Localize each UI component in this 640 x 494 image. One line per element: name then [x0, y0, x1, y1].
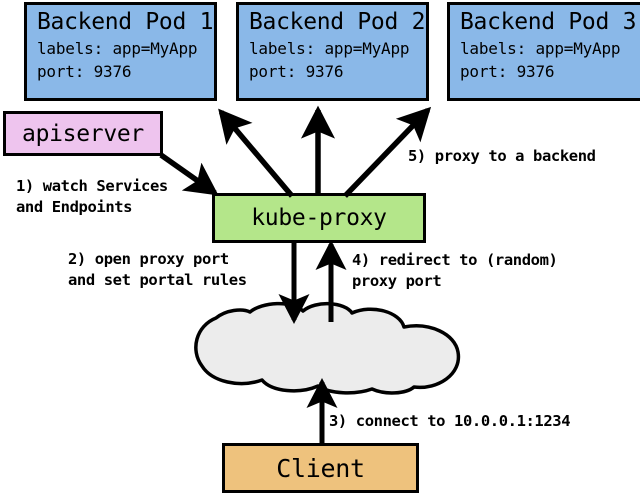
- arrow-apiserver-to-kubeproxy: [159, 152, 219, 196]
- apiserver-box[interactable]: apiserver: [3, 111, 163, 156]
- kube-proxy-box[interactable]: kube-proxy: [212, 193, 426, 243]
- client-label: Client: [276, 453, 365, 483]
- backend-pod-2-port: port: 9376: [249, 62, 344, 81]
- client-box[interactable]: Client: [222, 443, 419, 493]
- backend-pod-1-labels: labels: app=MyApp: [37, 39, 198, 58]
- kube-proxy-label: kube-proxy: [251, 205, 387, 231]
- step-3-line-1: 3) connect to 10.0.0.1:1234: [329, 412, 571, 430]
- step-4-line-1: 4) redirect to (random): [352, 251, 558, 269]
- backend-pod-2-title: Backend Pod 2: [249, 9, 426, 35]
- step-2-line-1: 2) open proxy port: [68, 250, 229, 268]
- step-2-line-2: and set portal rules: [68, 271, 247, 289]
- apiserver-label: apiserver: [22, 120, 144, 147]
- backend-pod-1-box[interactable]: Backend Pod 1 labels: app=MyApp port: 93…: [24, 2, 217, 101]
- backend-pod-1-port: port: 9376: [37, 62, 132, 81]
- backend-pod-2-box[interactable]: Backend Pod 2 labels: app=MyApp port: 93…: [236, 2, 429, 101]
- backend-pod-3-box[interactable]: Backend Pod 3 labels: app=MyApp port: 93…: [447, 2, 640, 101]
- backend-pod-3-title: Backend Pod 3: [460, 9, 637, 35]
- step-5-line-1: 5) proxy to a backend: [408, 147, 596, 165]
- iptables-label: iptables: [273, 338, 349, 357]
- backend-pod-3-labels: labels: app=MyApp: [460, 39, 621, 58]
- backend-pod-3-port: port: 9376: [460, 62, 555, 81]
- backend-pod-2-labels: labels: app=MyApp: [249, 39, 410, 58]
- step-1-line-1: 1) watch Services: [16, 177, 168, 195]
- step-1-line-2: and Endpoints: [16, 198, 133, 216]
- arrow-kubeproxy-to-pod1: [218, 108, 295, 198]
- backend-pod-1-title: Backend Pod 1: [37, 9, 214, 35]
- step-4-line-2: proxy port: [352, 272, 442, 290]
